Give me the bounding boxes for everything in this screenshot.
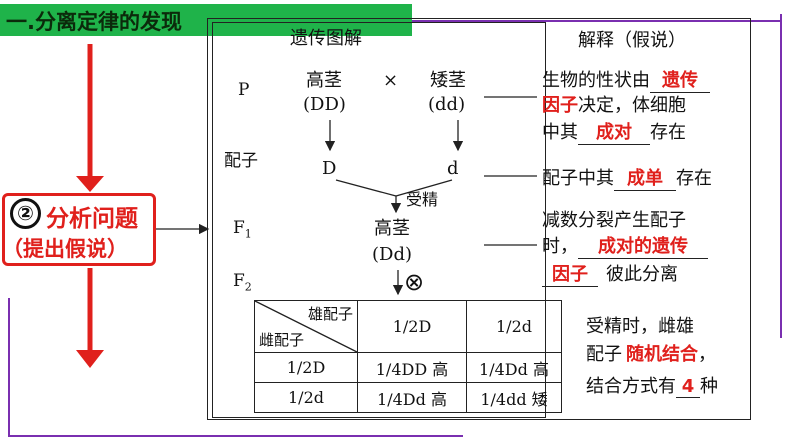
h1-text-c: 中其 bbox=[542, 122, 578, 143]
step-title: 分析问题 bbox=[46, 206, 138, 232]
row-label-1: 1/2D bbox=[254, 352, 358, 383]
gamete-d-dominant: D bbox=[322, 158, 337, 179]
header-col-2: 1/2d bbox=[466, 300, 562, 353]
parent2-name: 矮茎 bbox=[430, 70, 466, 91]
fertilization-label: 受精 bbox=[406, 190, 439, 209]
diagram-frame bbox=[212, 22, 546, 418]
section-title: 一.分离定律的发现 bbox=[6, 10, 182, 34]
punnett-corner: 雄配子 雌配子 bbox=[254, 300, 358, 353]
red-arrow-top bbox=[76, 44, 104, 192]
main-frame bbox=[207, 18, 751, 420]
header-col-1: 1/2D bbox=[357, 300, 467, 353]
step-number: ② bbox=[10, 198, 41, 229]
punnett-square: 雄配子 雌配子 1/2D 1/2d 1/2D 1/4DD 高 1/4Dd 高 1… bbox=[254, 300, 562, 413]
f1-name: 高茎 bbox=[374, 218, 410, 239]
hypothesis-4-line-1: 受精时，雌雄 bbox=[586, 316, 694, 337]
h4-text-c: 种 bbox=[700, 376, 718, 397]
header-bar bbox=[0, 4, 412, 36]
red-arrow-bottom bbox=[76, 268, 104, 368]
corner-female: 雌配子 bbox=[259, 331, 305, 349]
cross-symbol: × bbox=[383, 70, 399, 91]
diagram-title: 遗传图解 bbox=[290, 28, 362, 49]
frame-line-bottom bbox=[8, 435, 463, 437]
cell-1-1: 1/4DD 高 bbox=[357, 352, 467, 383]
frame-line-left bbox=[8, 298, 10, 437]
answer-four: 4 bbox=[676, 376, 700, 398]
parent1-genotype: (DD) bbox=[303, 94, 346, 115]
answer-paired: 成对 bbox=[578, 118, 650, 145]
answer-factor: 因子 bbox=[542, 95, 578, 116]
hypothesis-1-line-1: 生物的性状由遗传 bbox=[542, 66, 710, 93]
step-subtitle: （提出假说） bbox=[2, 237, 128, 261]
h2-text-b: 存在 bbox=[676, 168, 712, 189]
parent1-name: 高茎 bbox=[306, 70, 342, 91]
h3-text-a: 时， bbox=[542, 236, 578, 257]
f1-subscript: 1 bbox=[244, 227, 252, 241]
generation-f2: F2 bbox=[233, 271, 252, 293]
h1-text-b: 决定，体细胞 bbox=[578, 95, 686, 116]
hypothesis-2: 配子中其成单存在 bbox=[542, 164, 712, 191]
h4-text-b: 结合方式有 bbox=[586, 376, 676, 397]
selfing-symbol: ⊗ bbox=[404, 268, 425, 296]
cell-2-2: 1/4dd 矮 bbox=[466, 382, 562, 413]
explanation-title: 解释（假说） bbox=[578, 30, 686, 51]
cell-1-2: 1/4Dd 高 bbox=[466, 352, 562, 383]
answer-random: 随机结合 bbox=[626, 344, 698, 365]
answer-single: 成单 bbox=[614, 164, 676, 191]
h1-text-d: 存在 bbox=[650, 122, 686, 143]
answer-paired-factors: 成对的遗传 bbox=[578, 232, 708, 259]
gamete-d-recessive: d bbox=[447, 158, 459, 179]
h4-text-a: 配子 bbox=[586, 344, 622, 365]
generation-f1: F1 bbox=[233, 218, 252, 240]
answer-genetic: 遗传 bbox=[650, 66, 710, 93]
hypothesis-4-line-2: 配子随机结合， bbox=[586, 340, 716, 366]
hypothesis-1-line-2: 因子决定，体细胞 bbox=[542, 91, 686, 117]
h2-text-a: 配子中其 bbox=[542, 168, 614, 189]
generation-gamete: 配子 bbox=[224, 151, 258, 171]
hypothesis-3-line-1: 减数分裂产生配子 bbox=[542, 210, 686, 231]
generation-p: P bbox=[238, 80, 250, 100]
answer-factor-2: 因子 bbox=[542, 260, 598, 287]
frame-line-top bbox=[412, 20, 782, 22]
hypothesis-1-line-3: 中其成对存在 bbox=[542, 118, 686, 145]
hypothesis-3-line-3: 因子彼此分离 bbox=[542, 260, 678, 287]
h4-comma: ， bbox=[698, 344, 716, 365]
f1-letter: F bbox=[233, 218, 245, 238]
f1-genotype: (Dd) bbox=[372, 244, 412, 265]
parent2-genotype: (dd) bbox=[428, 94, 466, 115]
corner-male: 雄配子 bbox=[307, 305, 353, 323]
cell-2-1: 1/4Dd 高 bbox=[357, 382, 467, 413]
hypothesis-3-line-2: 时，成对的遗传 bbox=[542, 232, 708, 259]
h3-text-b: 彼此分离 bbox=[606, 264, 678, 285]
h1-text-a: 生物的性状由 bbox=[542, 70, 650, 91]
f2-letter: F bbox=[233, 271, 245, 291]
row-label-2: 1/2d bbox=[254, 382, 358, 413]
frame-line-right bbox=[780, 14, 782, 338]
f2-subscript: 2 bbox=[244, 280, 252, 294]
